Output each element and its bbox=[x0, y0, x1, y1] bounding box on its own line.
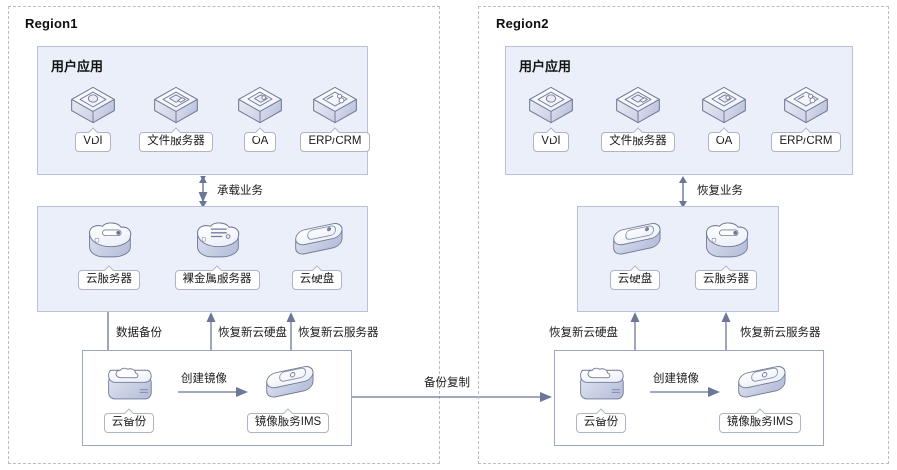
node-image-service-r2[interactable]: 镜像服务IMS bbox=[717, 361, 803, 433]
region2-create-image-label: 创建镜像 bbox=[653, 373, 699, 385]
node-label: 云服务器 bbox=[695, 270, 757, 290]
vdi-cube-icon bbox=[50, 80, 136, 130]
region1-create-image-arrow bbox=[178, 387, 248, 397]
node-cloud-backup-r1[interactable]: 云备份 bbox=[86, 361, 172, 433]
erp-crm-cube-icon bbox=[292, 80, 378, 130]
region1-restore-server-label: 恢复新云服务器 bbox=[298, 327, 379, 339]
bare-metal-server-icon bbox=[174, 218, 260, 268]
region1-carry-business-label: 承载业务 bbox=[217, 185, 263, 197]
node-label: 文件服务器 bbox=[601, 132, 675, 152]
node-label: ERP/CRM bbox=[300, 132, 370, 152]
file-server-cube-icon bbox=[595, 80, 681, 130]
image-service-icon bbox=[717, 361, 803, 411]
node-label: 裸金属服务器 bbox=[174, 270, 260, 290]
node-label: 文件服务器 bbox=[139, 132, 213, 152]
node-label: OA bbox=[243, 132, 277, 152]
region1-restore-disk-label: 恢复新云硬盘 bbox=[218, 327, 287, 339]
cross-region-replication-arrow bbox=[352, 392, 552, 402]
region1-title: Region1 bbox=[25, 16, 78, 31]
region1-create-image-label: 创建镜像 bbox=[181, 373, 227, 385]
region2-restore-business-arrow bbox=[679, 176, 687, 208]
node-cloud-server-r1[interactable]: 云服务器 bbox=[66, 218, 152, 290]
region2-restore-server-label: 恢复新云服务器 bbox=[740, 327, 821, 339]
node-label: 云硬盘 bbox=[609, 270, 661, 290]
cloud-server-icon bbox=[66, 218, 152, 268]
region2-resource-panel bbox=[577, 206, 779, 312]
cross-region-replication-label: 备份复制 bbox=[424, 377, 470, 389]
node-file-server-r2[interactable]: 文件服务器 bbox=[595, 80, 681, 152]
node-cloud-backup-r2[interactable]: 云备份 bbox=[558, 361, 644, 433]
image-service-icon bbox=[245, 361, 331, 411]
node-label: VDI bbox=[533, 132, 569, 152]
region2-create-image-arrow bbox=[650, 387, 720, 397]
node-label: 镜像服务IMS bbox=[246, 413, 330, 433]
vdi-cube-icon bbox=[508, 80, 594, 130]
file-server-cube-icon bbox=[133, 80, 219, 130]
node-label: VDI bbox=[75, 132, 111, 152]
node-oa-r1[interactable]: OA bbox=[217, 80, 303, 152]
region2-restore-disk-label: 恢复新云硬盘 bbox=[549, 327, 618, 339]
cloud-disk-icon bbox=[274, 218, 360, 268]
node-label: 云备份 bbox=[575, 413, 627, 433]
cloud-backup-icon bbox=[558, 361, 644, 411]
region1-resource-panel bbox=[37, 206, 368, 312]
node-file-server-r1[interactable]: 文件服务器 bbox=[133, 80, 219, 152]
node-label: 云备份 bbox=[103, 413, 155, 433]
node-label: OA bbox=[707, 132, 741, 152]
region1-data-backup-label: 数据备份 bbox=[116, 327, 162, 339]
node-erp-crm-r1[interactable]: ERP/CRM bbox=[292, 80, 378, 152]
region2-title: Region2 bbox=[496, 16, 549, 31]
node-cloud-disk-r2[interactable]: 云硬盘 bbox=[592, 218, 678, 290]
node-cloud-server-r2[interactable]: 云服务器 bbox=[683, 218, 769, 290]
region2-restore-business-label: 恢复业务 bbox=[697, 185, 743, 197]
cloud-backup-icon bbox=[86, 361, 172, 411]
node-image-service-r1[interactable]: 镜像服务IMS bbox=[245, 361, 331, 433]
cloud-disk-icon bbox=[592, 218, 678, 268]
node-label: ERP/CRM bbox=[771, 132, 841, 152]
node-cloud-disk-r1[interactable]: 云硬盘 bbox=[274, 218, 360, 290]
node-bare-metal-server-r1[interactable]: 裸金属服务器 bbox=[174, 218, 260, 290]
node-label: 云硬盘 bbox=[291, 270, 343, 290]
node-oa-r2[interactable]: OA bbox=[681, 80, 767, 152]
region1-user-application-title: 用户应用 bbox=[51, 59, 104, 74]
erp-crm-cube-icon bbox=[763, 80, 849, 130]
node-label: 云服务器 bbox=[78, 270, 140, 290]
oa-cube-icon bbox=[681, 80, 767, 130]
region2-user-application-title: 用户应用 bbox=[519, 59, 572, 74]
cloud-server-icon bbox=[683, 218, 769, 268]
oa-cube-icon bbox=[217, 80, 303, 130]
region2-frame bbox=[478, 6, 889, 464]
node-erp-crm-r2[interactable]: ERP/CRM bbox=[763, 80, 849, 152]
region1-frame bbox=[8, 6, 440, 464]
region1-carry-business-arrow bbox=[198, 176, 208, 208]
node-vdi-r1[interactable]: VDI bbox=[50, 80, 136, 152]
node-vdi-r2[interactable]: VDI bbox=[508, 80, 594, 152]
node-label: 镜像服务IMS bbox=[718, 413, 802, 433]
